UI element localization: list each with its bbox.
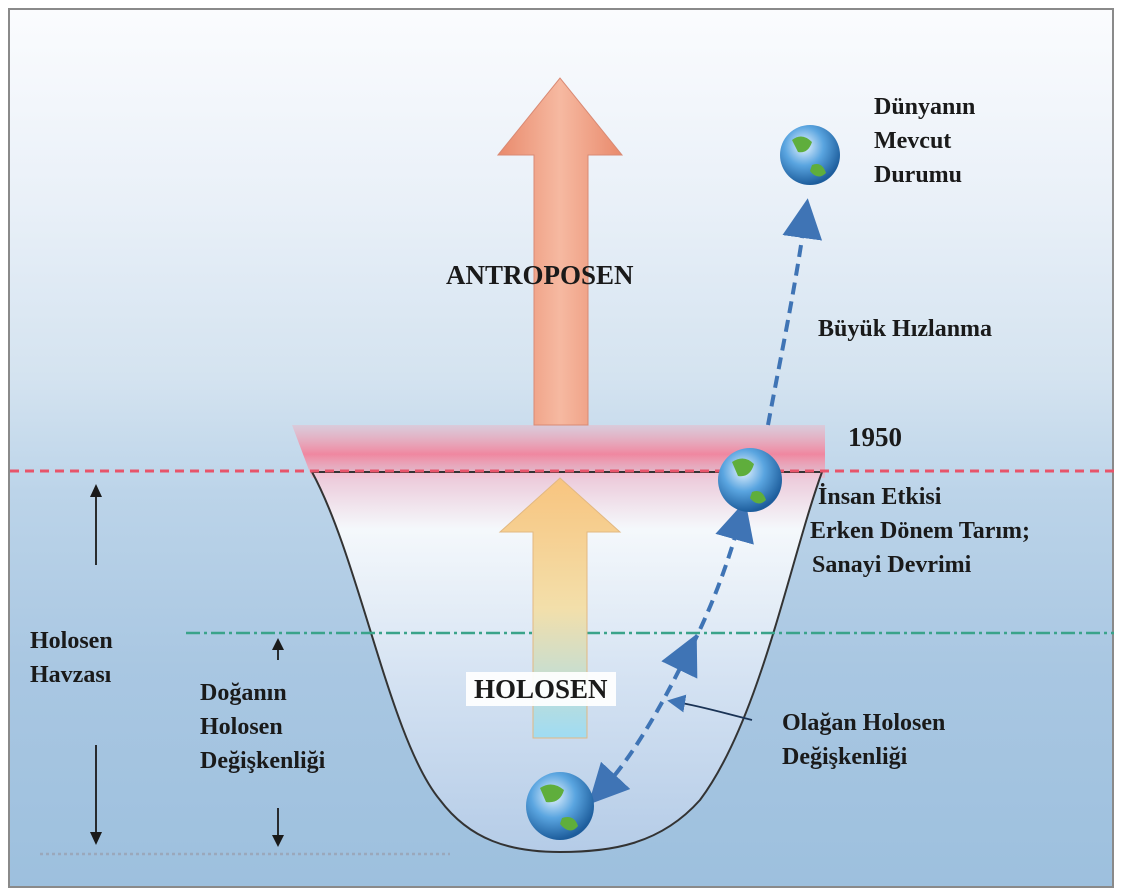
holocene-basin-line: Holosen <box>30 624 113 658</box>
trajectory-acceleration <box>768 218 805 425</box>
anthropocene-arrow <box>498 78 622 425</box>
year-1950-label: 1950 <box>848 420 902 454</box>
human-impact-label: İnsan Etkisi Erken Dönem Tarım; Sanayi D… <box>810 480 1030 582</box>
human-impact-line: İnsan Etkisi <box>818 480 1038 514</box>
natural-variability-line: Doğanın <box>200 676 325 710</box>
down-arrow-icon <box>272 808 284 847</box>
down-arrow-icon <box>90 745 102 845</box>
up-arrow-icon <box>272 638 284 660</box>
antroposen-label: ANTROPOSEN <box>446 258 634 292</box>
normal-variability-line: Değişkenliği <box>782 740 945 774</box>
human-impact-line: Erken Dönem Tarım; <box>810 514 1030 548</box>
human-impact-line: Sanayi Devrimi <box>812 548 1032 582</box>
natural-variability-line: Holosen <box>200 710 325 744</box>
normal-variability-label: Olağan Holosen Değişkenliği <box>782 706 945 774</box>
natural-variability-line: Değişkenliği <box>200 744 325 778</box>
holosen-label: HOLOSEN <box>466 672 616 706</box>
earth-globe-icon <box>718 448 782 512</box>
earth-globe-icon <box>780 125 840 185</box>
current-state-line: Durumu <box>874 158 975 192</box>
up-arrow-icon <box>90 484 102 565</box>
holocene-basin-label: Holosen Havzası <box>30 624 113 692</box>
natural-variability-label: Doğanın Holosen Değişkenliği <box>200 676 325 778</box>
current-state-label: Dünyanın Mevcut Durumu <box>874 90 975 192</box>
holocene-basin-line: Havzası <box>30 658 113 692</box>
current-state-line: Dünyanın <box>874 90 975 124</box>
earth-globe-icon <box>526 772 594 840</box>
current-state-line: Mevcut <box>874 124 975 158</box>
normal-variability-line: Olağan Holosen <box>782 706 945 740</box>
great-acceleration-label: Büyük Hızlanma <box>818 312 992 346</box>
